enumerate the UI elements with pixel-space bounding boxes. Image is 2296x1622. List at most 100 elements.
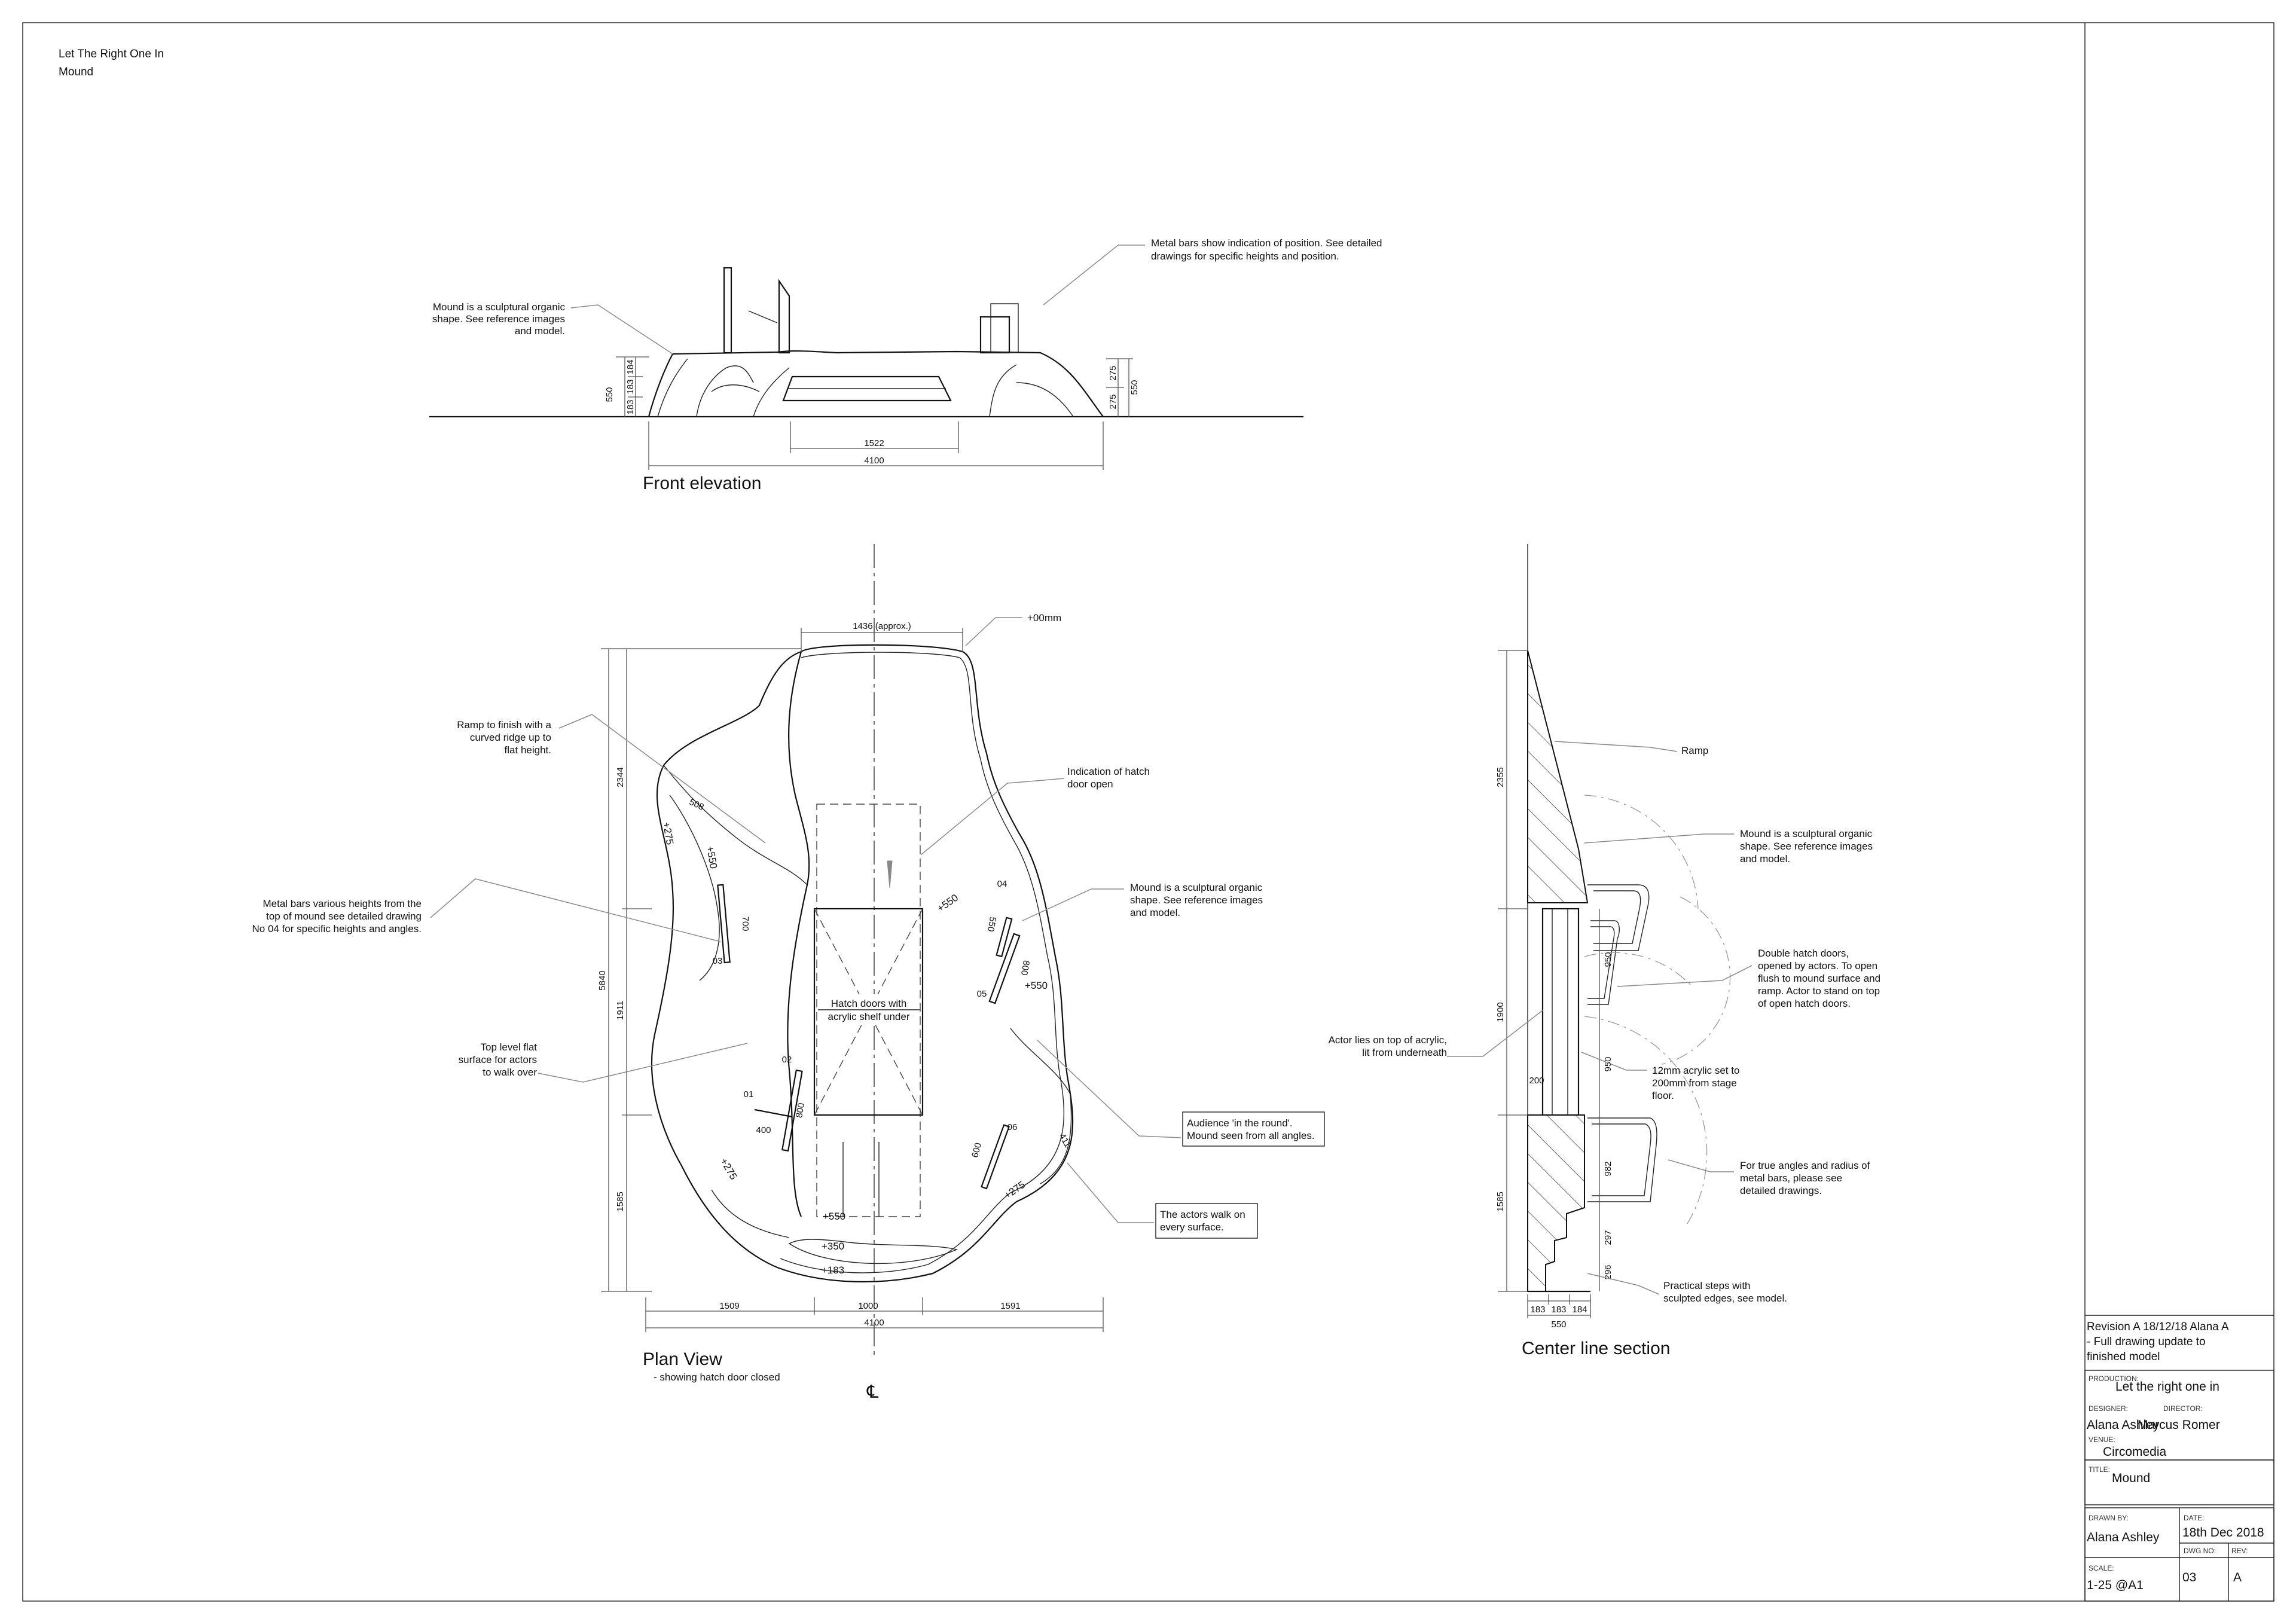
svg-text:and model.: and model. [515, 325, 565, 337]
leader-line [1447, 1010, 1543, 1057]
note-sec-angles: For true angles and radius of metal bars… [1740, 1160, 1870, 1196]
bar-label-06: 06 [1007, 1122, 1018, 1132]
level-label: +550 [1025, 980, 1048, 991]
leader-line [965, 617, 1022, 646]
svg-text:12mm acrylic set to: 12mm acrylic set to [1652, 1065, 1739, 1076]
director-value: Marcus Romer [2138, 1418, 2220, 1432]
note-sec-acrylic: 12mm acrylic set to 200mm from stage flo… [1652, 1065, 1739, 1101]
bar-label-05: 05 [977, 989, 987, 999]
door-swing-arc [1584, 1016, 1708, 1226]
dim-5840: 5840 [597, 970, 607, 990]
svg-text:opened by actors. To open: opened by actors. To open [1758, 960, 1877, 972]
dim-950: 950 [1603, 952, 1613, 967]
dim-183: 183 [625, 379, 636, 394]
dwg-label: DWG NO: [2184, 1547, 2216, 1555]
dim-1436: 1436 (approx.) [853, 621, 911, 631]
dim-4100: 4100 [864, 456, 884, 466]
svg-text:Actor lies on top of acrylic,: Actor lies on top of acrylic, [1329, 1034, 1447, 1046]
hatch-label: Hatch doors with [831, 998, 907, 1009]
svg-text:metal bars, please see: metal bars, please see [1740, 1172, 1842, 1184]
note-ramp: Ramp to finish with a curved ridge up to… [457, 719, 551, 756]
dim-1000: 1000 [858, 1301, 878, 1311]
door-swing-arc [1662, 896, 1731, 1065]
note-hatch-open: Indication of hatch door open [1067, 766, 1150, 790]
hatch-doors [813, 908, 924, 1116]
rev-label: REV: [2231, 1547, 2248, 1555]
dwg-value: 03 [2182, 1571, 2196, 1584]
dim-1522: 1522 [864, 438, 884, 448]
svg-text:No 04 for specific heights and: No 04 for specific heights and angles. [252, 923, 422, 934]
dim-550-left: 550 [604, 387, 615, 402]
dim-982: 982 [1603, 1161, 1613, 1176]
hatch-opening-outline [816, 804, 921, 1217]
svg-text:curved ridge up to: curved ridge up to [470, 732, 551, 743]
metal-bar [723, 267, 732, 354]
rev-value: A [2233, 1571, 2242, 1584]
plan-right-tier [1010, 1028, 1072, 1184]
dim-1585: 1585 [1495, 1192, 1506, 1211]
radius-label-508: 508 [688, 797, 706, 812]
dim-183: 183 [625, 399, 636, 414]
metal-bar-06 [981, 1124, 1010, 1190]
hatch-label: acrylic shelf under [828, 1011, 909, 1022]
designer-label: DESIGNER: [2089, 1404, 2128, 1413]
svg-text:shape. See reference images: shape. See reference images [1130, 894, 1263, 906]
hatch-door-open [1592, 1123, 1651, 1196]
plan-lower-tier [788, 1239, 958, 1264]
svg-text:Practical steps with: Practical steps with [1663, 1280, 1751, 1291]
title-value: Mound [2112, 1471, 2150, 1485]
leader-line [538, 1043, 748, 1083]
acrylic-shelf-section [1541, 908, 1580, 1116]
svg-text:of open hatch doors.: of open hatch doors. [1758, 998, 1851, 1009]
door-swing-arc [1584, 795, 1699, 909]
svg-text:top of mound see detailed draw: top of mound see detailed drawing [266, 911, 422, 922]
mound-silhouette [648, 350, 1104, 417]
date-value: 18th Dec 2018 [2182, 1526, 2264, 1539]
svg-text:finished model: finished model [2087, 1351, 2160, 1363]
production-value: Let the right one in [2115, 1380, 2219, 1394]
director-label: DIRECTOR: [2163, 1404, 2203, 1413]
note-plan-mound: Mound is a sculptural organic shape. See… [1130, 882, 1263, 918]
leader-line [1067, 1162, 1154, 1223]
note-front-bars: Metal bars show indication of position. … [1151, 237, 1382, 262]
mound-contour [989, 364, 1017, 417]
level-label: +183 [822, 1264, 844, 1276]
note-sec-double: Double hatch doors, opened by actors. To… [1758, 948, 1880, 1009]
plan-view-subtitle: - showing hatch door closed [654, 1371, 780, 1383]
tb-frame [2084, 1459, 2274, 1505]
svg-text:200mm from stage: 200mm from stage [1652, 1077, 1737, 1089]
svg-text:Revision A 18/12/18 Alana A: Revision A 18/12/18 Alana A [2087, 1321, 2229, 1333]
date-label: DATE: [2184, 1514, 2204, 1522]
section-base-hatched [1527, 1114, 1585, 1292]
dim-550-right: 550 [1129, 380, 1140, 395]
note-metal-bars: Metal bars various heights from the top … [252, 898, 422, 934]
bar-label-800: 800 [1019, 960, 1031, 976]
mound-contour [1016, 382, 1074, 417]
plan-outline-outer [651, 644, 1074, 1283]
svg-text:Mound seen from all angles.: Mound seen from all angles. [1187, 1130, 1315, 1141]
svg-text:lit from underneath: lit from underneath [1362, 1047, 1447, 1058]
leader-line [1581, 1052, 1647, 1071]
bar-label-600: 600 [970, 1142, 984, 1159]
dim-1509: 1509 [719, 1301, 739, 1311]
svg-text:Mound is a sculptural organic: Mound is a sculptural organic [433, 301, 566, 313]
svg-text:- Full drawing update to: - Full drawing update to [2087, 1336, 2206, 1348]
dim-275: 275 [1108, 365, 1118, 380]
svg-text:surface for actors: surface for actors [459, 1054, 537, 1065]
header-project: Let The Right One In [59, 48, 164, 60]
svg-text:shape. See reference images: shape. See reference images [1740, 841, 1873, 852]
level-label: +275 [661, 821, 676, 846]
center-line-section: 2355 1900 1585 950 950 982 297 296 200 1… [1329, 544, 1880, 1358]
dim-950: 950 [1603, 1056, 1613, 1071]
bar-label-800: 800 [794, 1102, 807, 1119]
level-label: +550 [935, 892, 960, 915]
dim-1591: 1591 [1000, 1301, 1020, 1311]
level-label: +350 [822, 1241, 844, 1252]
level-label: +275 [718, 1156, 740, 1182]
bar-strut [748, 310, 778, 323]
mound-contour [711, 384, 760, 392]
svg-text:Top level flat: Top level flat [481, 1041, 538, 1053]
svg-text:Ramp to finish with a: Ramp to finish with a [457, 719, 551, 731]
centerline-symbol: ℄ [866, 1382, 879, 1402]
